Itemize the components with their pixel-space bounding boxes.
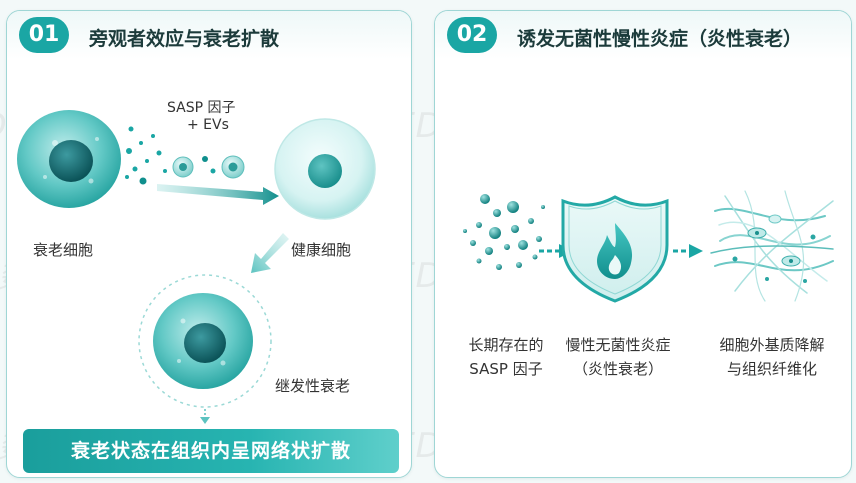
step3-line2: 与组织纤维化 xyxy=(726,360,817,378)
step3-line1: 细胞外基质降解 xyxy=(719,336,825,354)
bystander-diagram xyxy=(17,110,376,424)
inflammaging-panel: 02 诱发无菌性慢性炎症（炎性衰老） xyxy=(434,10,852,478)
step1-line2: SASP 因子 xyxy=(469,360,543,378)
step2-line2: （炎性衰老） xyxy=(572,360,663,378)
transmission-arrow xyxy=(157,184,279,205)
senescent-cell xyxy=(17,110,121,208)
sasp-particle-cloud xyxy=(463,194,545,270)
step-number-badge: 01 xyxy=(19,17,69,53)
extracellular-vesicles xyxy=(172,155,245,179)
panel-title: 诱发无菌性慢性炎症（炎性衰老） xyxy=(517,28,803,50)
senescent-cell-label: 衰老细胞 xyxy=(33,241,94,259)
spread-banner: 衰老状态在组织内呈网络状扩散 xyxy=(23,429,399,473)
sasp-particles xyxy=(125,126,216,185)
fibrosis-network-icon xyxy=(710,190,834,302)
healthy-cell xyxy=(274,118,376,220)
flow-arrow xyxy=(673,244,703,258)
step2-line1: 慢性无菌性炎症 xyxy=(565,336,671,354)
inflammaging-diagram xyxy=(463,190,834,303)
panel-header: 02 诱发无菌性慢性炎症（炎性衰老） xyxy=(435,11,851,59)
step3-caption: 细胞外基质降解 与组织纤维化 xyxy=(707,333,837,381)
evs-label: + EVs xyxy=(187,117,229,133)
sasp-factor-label: SASP 因子 xyxy=(167,100,236,116)
step1-line1: 长期存在的 xyxy=(468,336,544,354)
spread-arrow xyxy=(251,233,289,273)
step-number-badge: 02 xyxy=(447,17,497,53)
step2-caption: 慢性无菌性炎症 （炎性衰老） xyxy=(553,333,683,381)
secondary-senescence-label: 继发性衰老 xyxy=(275,377,351,395)
panel-title: 旁观者效应与衰老扩散 xyxy=(89,28,280,50)
step1-caption: 长期存在的 SASP 因子 xyxy=(451,333,561,381)
secondary-senescent-cell xyxy=(138,274,272,408)
bystander-effect-panel: 01 旁观者效应与衰老扩散 xyxy=(6,10,412,478)
down-arrow xyxy=(200,409,210,424)
panel-header: 01 旁观者效应与衰老扩散 xyxy=(7,11,411,59)
shield-flame-icon xyxy=(561,195,669,303)
healthy-cell-label: 健康细胞 xyxy=(291,241,352,259)
